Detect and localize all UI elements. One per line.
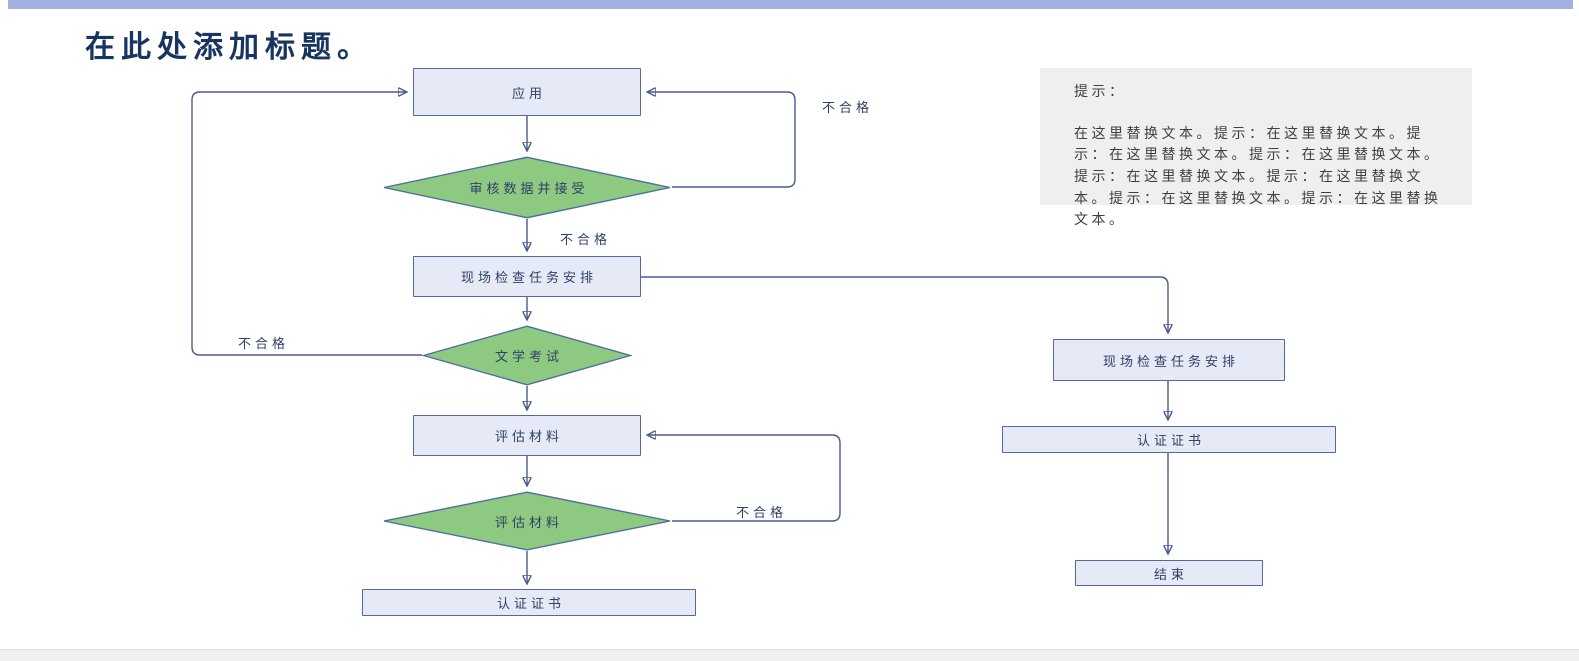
page-title[interactable]: 在此处添加标题。: [85, 30, 373, 65]
node-literature-diamond[interactable]: 文学考试: [422, 325, 632, 386]
diamond-shape: [422, 325, 632, 386]
node-onsite-label: 现场检查任务安排: [460, 271, 597, 286]
node-evaluate-box[interactable]: 评估材料: [413, 415, 641, 456]
node-review-label: 审核数据并接受: [469, 182, 589, 197]
node-app[interactable]: 应用: [413, 68, 641, 116]
bottom-strip: [0, 649, 1579, 661]
diamond-shape: [382, 491, 672, 551]
node-end-label: 结束: [1153, 567, 1188, 583]
node-certificate[interactable]: 认证证书: [362, 589, 696, 616]
node-right-onsite-label: 现场检查任务安排: [1102, 354, 1239, 370]
node-right-certificate-label: 认证证书: [1136, 434, 1205, 449]
node-right-onsite[interactable]: 现场检查任务安排: [1053, 339, 1285, 381]
diamond-shape: [382, 156, 672, 219]
node-right-certificate[interactable]: 认证证书: [1002, 426, 1336, 453]
edge-label-fail-top-right: 不合格: [822, 101, 874, 116]
edge-label-fail-left-loop: 不合格: [238, 337, 290, 352]
node-certificate-label: 认证证书: [496, 597, 565, 612]
node-onsite[interactable]: 现场检查任务安排: [413, 256, 641, 297]
note-body: 在这里替换文本。提示：在这里替换文本。提示：在这里替换文本。提示：在这里替换文本…: [1074, 125, 1442, 229]
node-literature-label: 文学考试: [494, 350, 563, 365]
node-evaluate-diamond[interactable]: 评估材料: [382, 491, 672, 551]
edge-label-fail-after-review: 不合格: [560, 233, 612, 248]
node-evaluate-box-label: 评估材料: [494, 430, 563, 445]
node-end[interactable]: 结束: [1075, 560, 1263, 586]
note-box[interactable]: 提示： 在这里替换文本。提示：在这里替换文本。提示：在这里替换文本。提示：在这里…: [1040, 68, 1472, 228]
note-title: 提示：: [1074, 84, 1127, 100]
node-review-diamond[interactable]: 审核数据并接受: [382, 156, 672, 219]
node-app-label: 应用: [511, 86, 546, 102]
node-evaluate-diamond-label: 评估材料: [494, 515, 563, 531]
edge-label-fail-evaluate-loop: 不合格: [736, 506, 788, 521]
top-accent-bar: [8, 0, 1573, 9]
